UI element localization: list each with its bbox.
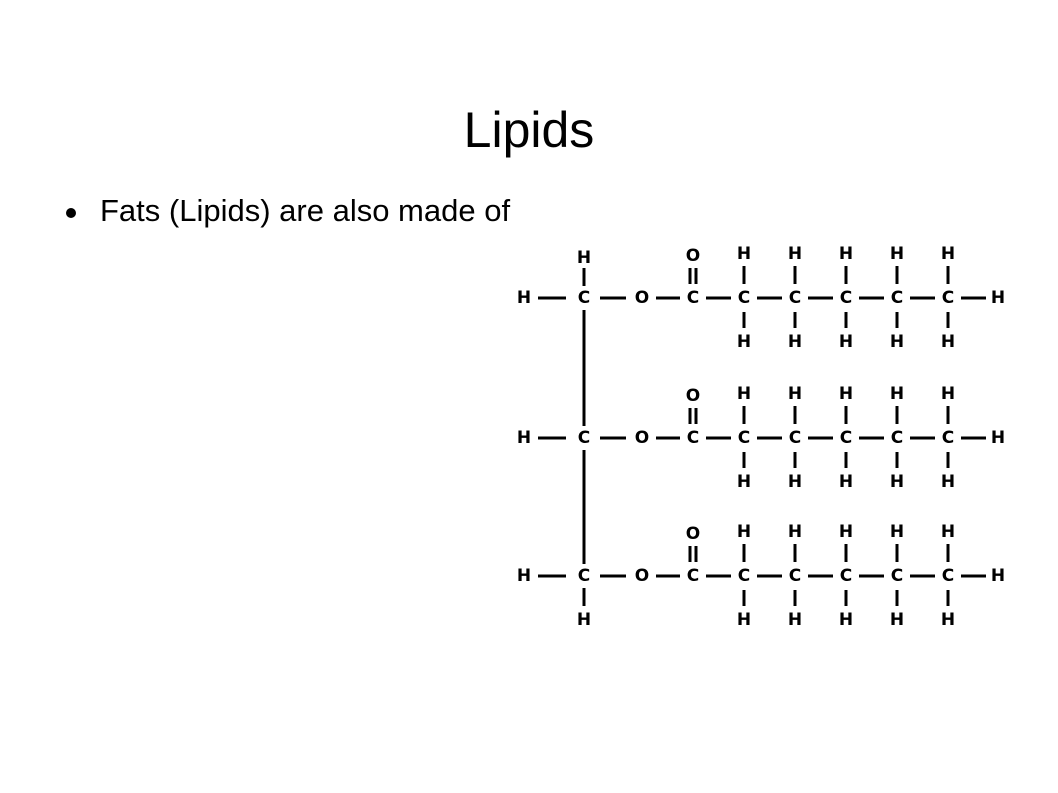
- triglyceride-structural-formula: H H H C O C O C H H C H H C H H C H H C H H H H C O C O C H H C H H C H H C H H…: [517, 244, 1005, 630]
- oxygen-atom: O: [635, 566, 649, 586]
- hydrogen-atom: H: [941, 610, 955, 630]
- carbon-atom: C: [840, 288, 852, 308]
- hydrogen-atom: H: [890, 332, 904, 352]
- carbon-atom: C: [738, 566, 750, 586]
- carbon-atom: C: [687, 428, 699, 448]
- carbon-atom: C: [891, 288, 903, 308]
- carbon-atom: C: [578, 428, 590, 448]
- oxygen-atom: O: [686, 524, 700, 544]
- carbon-atom: C: [942, 566, 954, 586]
- hydrogen-atom: H: [941, 472, 955, 492]
- carbon-atom: C: [578, 288, 590, 308]
- carbon-atom: C: [942, 288, 954, 308]
- hydrogen-atom: H: [839, 472, 853, 492]
- hydrogen-atom: H: [991, 566, 1005, 586]
- carbon-atom: C: [840, 428, 852, 448]
- bullet-item: Fats (Lipids) are also made of: [66, 192, 530, 230]
- carbon-atom: C: [840, 566, 852, 586]
- carbon-atom: C: [789, 566, 801, 586]
- hydrogen-atom: H: [890, 244, 904, 264]
- hydrogen-atom: H: [517, 428, 531, 448]
- hydrogen-atom: H: [737, 472, 751, 492]
- carbon-atom: C: [578, 566, 590, 586]
- hydrogen-atom: H: [788, 244, 802, 264]
- bullet-text: Fats (Lipids) are also made of: [100, 193, 511, 228]
- carbon-atom: C: [891, 428, 903, 448]
- hydrogen-atom: H: [737, 384, 751, 404]
- carbon-atom: C: [687, 566, 699, 586]
- hydrogen-atom: H: [941, 384, 955, 404]
- hydrogen-atom: H: [839, 610, 853, 630]
- carbon-atom: C: [891, 566, 903, 586]
- hydrogen-atom: H: [941, 244, 955, 264]
- bullet-dot: [66, 208, 76, 218]
- hydrogen-atom: H: [737, 332, 751, 352]
- hydrogen-atom: H: [941, 522, 955, 542]
- hydrogen-atom: H: [890, 384, 904, 404]
- hydrogen-atom: H: [788, 610, 802, 630]
- hydrogen-atom: H: [737, 522, 751, 542]
- hydrogen-atom: H: [991, 428, 1005, 448]
- hydrogen-atom: H: [839, 384, 853, 404]
- hydrogen-atom: H: [839, 244, 853, 264]
- carbon-atom: C: [738, 428, 750, 448]
- carbon-atom: C: [789, 428, 801, 448]
- hydrogen-atom: H: [577, 248, 591, 268]
- hydrogen-atom: H: [737, 244, 751, 264]
- hydrogen-atom: H: [577, 610, 591, 630]
- bullet-list: Fats (Lipids) are also made of: [66, 192, 530, 230]
- hydrogen-atom: H: [941, 332, 955, 352]
- hydrogen-atom: H: [788, 472, 802, 492]
- hydrogen-atom: H: [788, 384, 802, 404]
- oxygen-atom: O: [686, 246, 700, 266]
- hydrogen-atom: H: [890, 610, 904, 630]
- oxygen-atom: O: [635, 428, 649, 448]
- hydrogen-atom: H: [890, 472, 904, 492]
- hydrogen-atom: H: [788, 522, 802, 542]
- carbon-atom: C: [942, 428, 954, 448]
- hydrogen-atom: H: [890, 522, 904, 542]
- carbon-atom: C: [687, 288, 699, 308]
- hydrogen-atom: H: [517, 288, 531, 308]
- slide-title: Lipids: [463, 101, 595, 158]
- hydrogen-atom: H: [839, 332, 853, 352]
- hydrogen-atom: H: [737, 610, 751, 630]
- carbon-atom: C: [789, 288, 801, 308]
- oxygen-atom: O: [635, 288, 649, 308]
- hydrogen-atom: H: [788, 332, 802, 352]
- hydrogen-atom: H: [839, 522, 853, 542]
- oxygen-atom: O: [686, 386, 700, 406]
- hydrogen-atom: H: [517, 566, 531, 586]
- hydrogen-atom: H: [991, 288, 1005, 308]
- carbon-atom: C: [738, 288, 750, 308]
